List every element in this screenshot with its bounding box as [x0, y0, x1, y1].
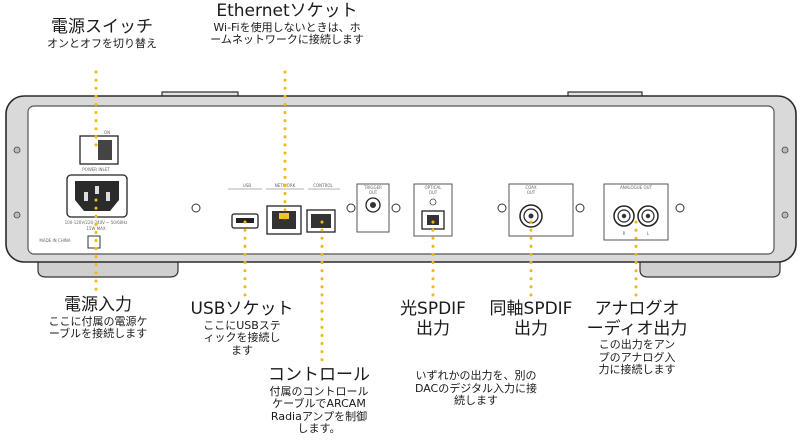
optical-label-2: OUT	[429, 190, 438, 195]
trigger-label-1: TRIGGER	[363, 185, 382, 190]
callout-usb: USBソケット ここにUSBステ ィックを接続し ます	[188, 299, 296, 357]
screw-left-1	[13, 146, 21, 154]
power-input-desc-line1: ここに付属の電源ケ	[48, 314, 148, 328]
chassis-inner	[27, 105, 775, 255]
trigger-label-2: OUT	[369, 190, 378, 195]
power-switch-rocker	[98, 140, 112, 160]
power-pin-2	[95, 186, 99, 194]
ground-block	[87, 235, 101, 249]
channel-l: L	[647, 231, 650, 236]
optical-title-line1: 光SPDIF	[400, 299, 466, 319]
control-desc-line3: Radiaアンプを制御	[270, 409, 368, 423]
power-rating: 100-120V/220-240V ~ 50/60Hz	[65, 220, 128, 225]
panel-screw-2	[346, 203, 356, 213]
power-inlet-label: POWER INLET	[82, 167, 110, 172]
panel-screw-3	[391, 203, 401, 213]
power-switch-desc: オンとオフを切り替え	[47, 36, 157, 50]
ethernet-jack	[272, 211, 296, 229]
callout-ethernet: Ethernetソケット Wi-Fiを使用しないときは、ホ ームネットワークに接…	[192, 1, 382, 47]
power-input-title: 電源入力	[64, 295, 132, 315]
analogue-desc-line1: この出力をアン	[598, 338, 676, 352]
analogue-title-line1: アナログオ	[594, 299, 680, 319]
callout-control: コントロール 付属のコントロール ケーブルでARCAM Radiaアンプを制御 …	[262, 365, 376, 436]
control-desc-line1: 付属のコントロール	[269, 384, 369, 398]
panel-screw-1	[191, 203, 201, 213]
coax-label-2: OUT	[527, 190, 536, 195]
optical-label-1: OPTICAL	[425, 185, 443, 190]
analogue-desc-line3: 力に接続します	[598, 363, 676, 377]
coax-label-1: COAX	[525, 185, 537, 190]
analogue-title-line2: ーディオ出力	[586, 318, 688, 339]
control-desc-line2: ケーブルでARCAM	[272, 397, 366, 411]
coax-title-line2: 出力	[514, 318, 548, 339]
spdif-note-line2: DACのデジタル入力に接	[414, 381, 538, 395]
analogue-desc-line2: プのアナログ入	[598, 350, 676, 364]
control-desc-line4: します。	[297, 422, 341, 436]
ethernet-desc-line1: Wi-Fiを使用しないときは、ホ	[213, 20, 361, 34]
usb-desc-line2: ィックを接続し	[203, 331, 281, 345]
optical-title-line2: 出力	[416, 318, 450, 339]
made-in-label: MADE IN CHINA	[39, 238, 70, 243]
panel-screw-5	[575, 203, 585, 213]
usb-label: USB	[243, 183, 251, 188]
channel-r: R	[623, 231, 626, 236]
ethernet-desc-line2: ームネットワークに接続します	[210, 33, 364, 47]
ethernet-led	[279, 213, 289, 219]
panel-screw-6	[675, 203, 685, 213]
control-label: CONTROL	[313, 183, 333, 188]
switch-on-label: ON	[104, 130, 110, 135]
usb-desc-line3: ます	[231, 343, 253, 357]
analogue-label: ANALOGUE OUT	[620, 185, 653, 190]
ethernet-title: Ethernetソケット	[216, 1, 358, 21]
power-switch-title: 電源スイッチ	[51, 17, 153, 37]
callout-power-input: 電源入力 ここに付属の電源ケ ーブルを接続します	[38, 295, 158, 341]
callout-spdif-note: いずれかの出力を、別の DACのデジタル入力に接 続します	[410, 369, 542, 408]
screw-right-1	[781, 146, 789, 154]
usb-title: USBソケット	[190, 299, 294, 319]
coax-title-line1: 同軸SPDIF	[489, 299, 573, 319]
control-title: コントロール	[268, 365, 370, 385]
callout-coax: 同軸SPDIF 出力	[476, 299, 586, 339]
power-watt: 15W MAX	[86, 226, 106, 231]
spdif-note-line1: いずれかの出力を、別の	[415, 369, 537, 382]
panel-screw-4	[497, 203, 507, 213]
power-pin-3	[106, 192, 110, 201]
callout-optical: 光SPDIF 出力	[382, 299, 484, 339]
power-input-desc-line2: ーブルを接続します	[48, 327, 148, 341]
callout-power-switch: 電源スイッチ オンとオフを切り替え	[32, 17, 172, 50]
power-inlet-socket	[75, 181, 119, 211]
screw-right-2	[781, 211, 789, 219]
power-pin-1	[84, 192, 88, 201]
screw-left-2	[13, 211, 21, 219]
callout-analogue: アナログオ ーディオ出力 この出力をアン プのアナログ入 力に接続します	[584, 299, 690, 377]
usb-desc-line1: ここにUSBステ	[203, 318, 281, 332]
spdif-note-line3: 続します	[454, 394, 498, 408]
